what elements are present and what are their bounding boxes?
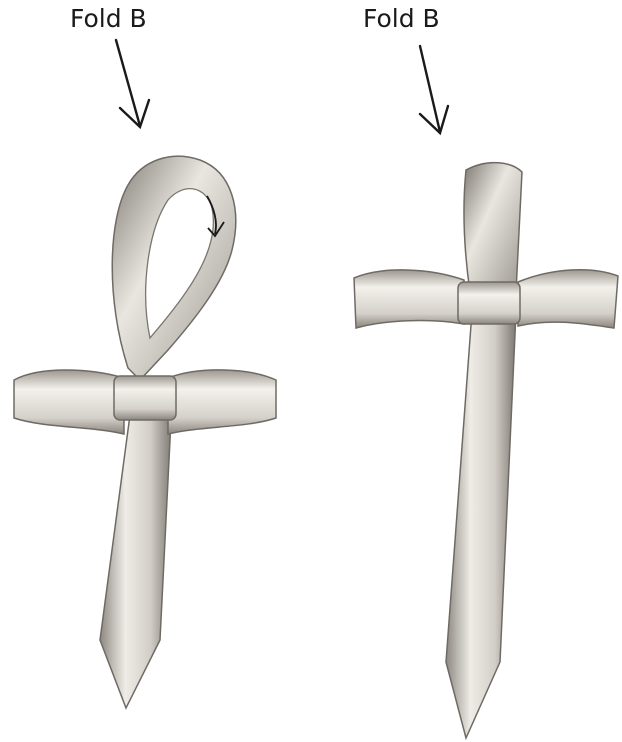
palm-cross-finished xyxy=(354,163,618,738)
pointer-arrow-right xyxy=(420,46,448,133)
palm-stem-left xyxy=(100,400,172,708)
palm-wing-right-a xyxy=(168,370,276,434)
palm-cross-open-loop xyxy=(14,156,276,708)
pointer-arrow-left xyxy=(116,40,149,127)
palm-wing-right-b xyxy=(518,270,618,328)
palm-wing-left-b xyxy=(354,270,464,328)
palm-top-flap xyxy=(464,163,522,292)
palm-center-band-b xyxy=(458,282,520,324)
palm-center-band-a xyxy=(114,376,176,420)
palm-wing-left-a xyxy=(14,370,124,434)
palm-stem-right xyxy=(446,312,516,738)
